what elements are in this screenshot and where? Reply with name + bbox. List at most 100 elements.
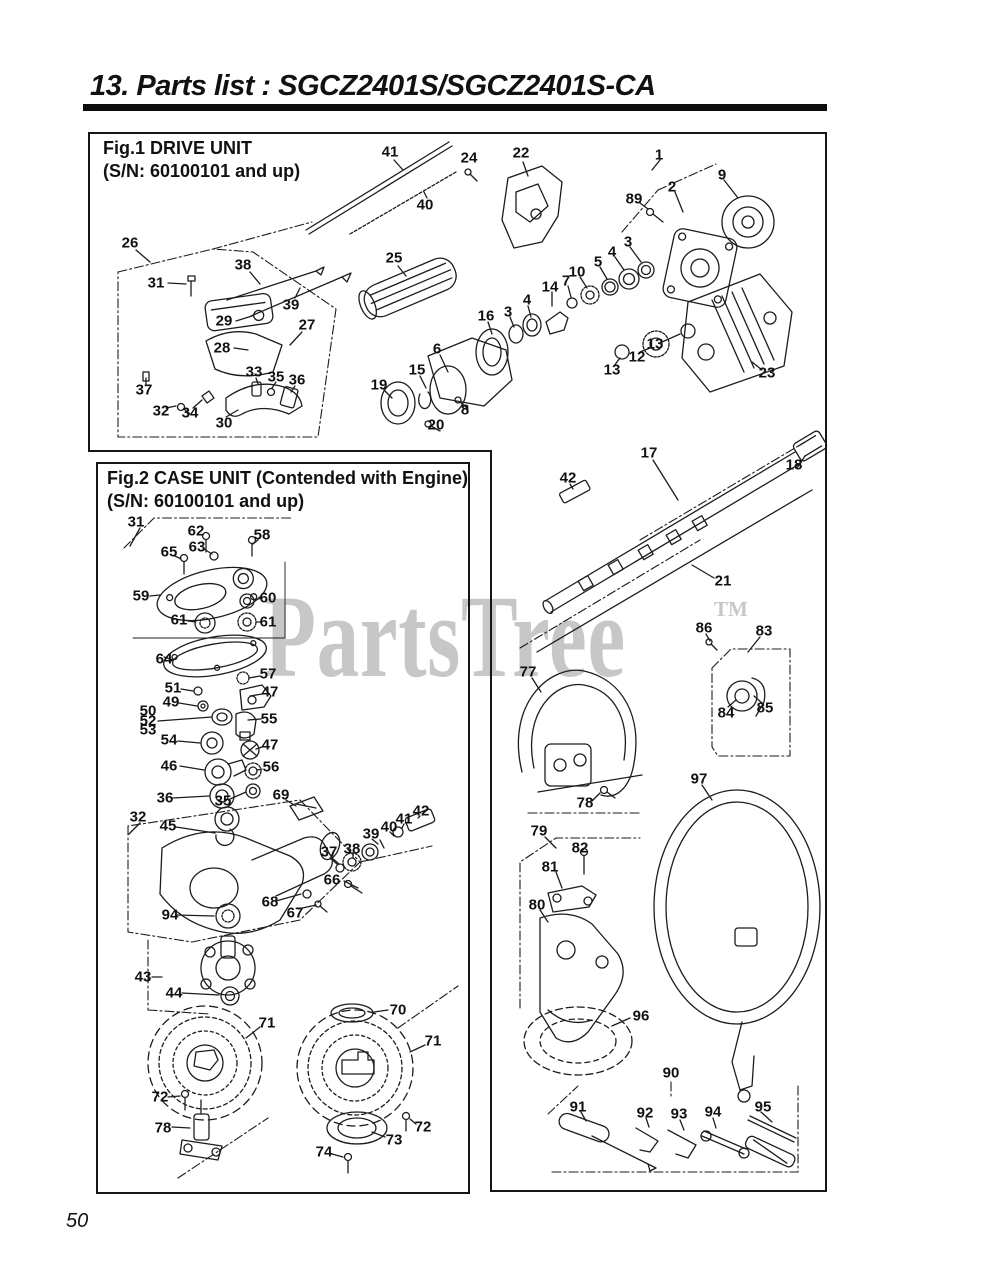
part-label-fig2-39: 39 (362, 825, 380, 843)
part-label-fig1-39: 39 (282, 296, 300, 314)
part-label-right-panel-94: 94 (704, 1103, 722, 1121)
fig2-caption-line1: Fig.2 CASE UNIT (Contended with Engine) (107, 468, 468, 488)
fig2-caption: Fig.2 CASE UNIT (Contended with Engine) … (107, 467, 468, 513)
part-label-right-panel-18: 18 (785, 456, 803, 474)
part-label-fig2-67: 67 (286, 904, 304, 922)
leader-lines (128, 159, 806, 1158)
part-label-fig2-94: 94 (161, 906, 179, 924)
part-label-fig2-47: 47 (261, 736, 279, 754)
part-label-fig2-31: 31 (127, 513, 145, 531)
right-box-bottom (490, 1190, 827, 1192)
part-label-right-panel-81: 81 (541, 858, 559, 876)
part-label-fig1-16: 16 (477, 307, 495, 325)
part-label-fig2-45: 45 (159, 817, 177, 835)
part-label-fig2-61: 61 (170, 611, 188, 629)
part-label-fig2-61: 61 (259, 613, 277, 631)
fig1-box-right (825, 132, 827, 452)
part-label-right-panel-91: 91 (569, 1098, 587, 1116)
part-label-right-panel-21: 21 (714, 572, 732, 590)
part-label-right-panel-93: 93 (670, 1105, 688, 1123)
part-label-fig1-33: 33 (245, 363, 263, 381)
part-label-fig1-23: 23 (758, 364, 776, 382)
part-label-fig2-64: 64 (155, 650, 173, 668)
part-label-fig1-8: 8 (460, 401, 470, 419)
part-label-right-panel-77: 77 (519, 663, 537, 681)
fig1-caption: Fig.1 DRIVE UNIT (S/N: 60100101 and up) (103, 137, 300, 183)
part-label-fig1-29: 29 (215, 312, 233, 330)
part-label-fig2-72: 72 (151, 1088, 169, 1106)
part-label-fig2-40: 40 (380, 818, 398, 836)
part-label-fig1-14: 14 (541, 278, 559, 296)
part-label-fig1-37: 37 (135, 381, 153, 399)
part-label-fig1-89: 89 (625, 190, 643, 208)
page-title: 13. Parts list : SGCZ2401S/SGCZ2401S-CA (90, 70, 656, 102)
fig1-box-bottom (88, 450, 492, 452)
part-label-fig1-2: 2 (667, 178, 677, 196)
part-label-right-panel-82: 82 (571, 839, 589, 857)
part-label-fig2-78: 78 (154, 1119, 172, 1137)
part-label-fig2-43: 43 (134, 968, 152, 986)
part-label-fig2-69: 69 (272, 786, 290, 804)
part-label-fig2-55: 55 (260, 710, 278, 728)
part-label-fig2-66: 66 (323, 871, 341, 889)
part-label-fig2-51: 51 (164, 679, 182, 697)
part-label-fig2-36: 36 (156, 789, 174, 807)
part-label-fig2-73: 73 (385, 1131, 403, 1149)
right-box-left (490, 452, 492, 1192)
part-label-fig2-71: 71 (258, 1014, 276, 1032)
part-label-fig1-13: 13 (646, 335, 664, 353)
part-label-fig1-36: 36 (288, 371, 306, 389)
part-label-right-panel-78: 78 (576, 794, 594, 812)
part-label-right-panel-83: 83 (755, 622, 773, 640)
part-label-fig2-58: 58 (253, 526, 271, 544)
part-label-fig1-41: 41 (381, 143, 399, 161)
fig1-drive-unit-art (117, 141, 793, 438)
title-rule (83, 104, 827, 111)
part-label-fig2-59: 59 (132, 587, 150, 605)
part-label-fig1-25: 25 (385, 249, 403, 267)
page-number: 50 (66, 1210, 89, 1232)
part-label-fig2-41: 41 (395, 810, 413, 828)
part-label-fig2-32: 32 (129, 808, 147, 826)
right-box-right (825, 452, 827, 1192)
fig2-caption-line2: (S/N: 60100101 and up) (107, 491, 305, 511)
part-label-right-panel-85: 85 (756, 699, 774, 717)
part-label-fig1-22: 22 (512, 144, 530, 162)
part-label-fig1-13: 13 (603, 361, 621, 379)
watermark-tm-mark: TM (714, 597, 748, 621)
part-label-fig1-4: 4 (607, 243, 617, 261)
fig2-box (96, 462, 470, 1194)
part-label-right-panel-79: 79 (530, 822, 548, 840)
part-label-fig2-37: 37 (320, 843, 338, 861)
part-label-fig1-3: 3 (623, 233, 633, 251)
part-label-fig2-60: 60 (259, 589, 277, 607)
part-label-fig2-65: 65 (160, 543, 178, 561)
part-label-right-panel-17: 17 (640, 444, 658, 462)
part-label-fig1-7: 7 (561, 272, 571, 290)
part-label-fig1-5: 5 (593, 253, 603, 271)
part-label-fig2-42: 42 (412, 802, 430, 820)
part-label-fig1-20: 20 (427, 416, 445, 434)
fig1-caption-line2: (S/N: 60100101 and up) (103, 161, 301, 181)
part-label-fig1-27: 27 (298, 316, 316, 334)
fig1-box-top (88, 132, 827, 134)
part-label-fig1-35: 35 (267, 368, 285, 386)
part-label-right-panel-95: 95 (754, 1098, 772, 1116)
part-label-fig1-1: 1 (654, 146, 664, 164)
part-label-fig2-74: 74 (315, 1143, 333, 1161)
fig1-caption-line1: Fig.1 DRIVE UNIT (103, 138, 253, 158)
part-label-fig2-53: 53 (139, 721, 157, 739)
part-label-fig2-68: 68 (261, 893, 279, 911)
part-label-fig1-4: 4 (522, 291, 532, 309)
part-label-fig2-50: 50 (139, 702, 157, 720)
part-label-right-panel-84: 84 (717, 704, 735, 722)
part-label-fig2-71: 71 (424, 1032, 442, 1050)
part-label-fig1-40: 40 (416, 196, 434, 214)
part-label-fig2-62: 62 (187, 522, 205, 540)
part-label-fig2-46: 46 (160, 757, 178, 775)
right-panel-art (517, 430, 828, 1173)
part-label-fig1-9: 9 (717, 166, 727, 184)
part-label-fig2-49: 49 (162, 693, 180, 711)
part-label-fig1-32: 32 (152, 402, 170, 420)
